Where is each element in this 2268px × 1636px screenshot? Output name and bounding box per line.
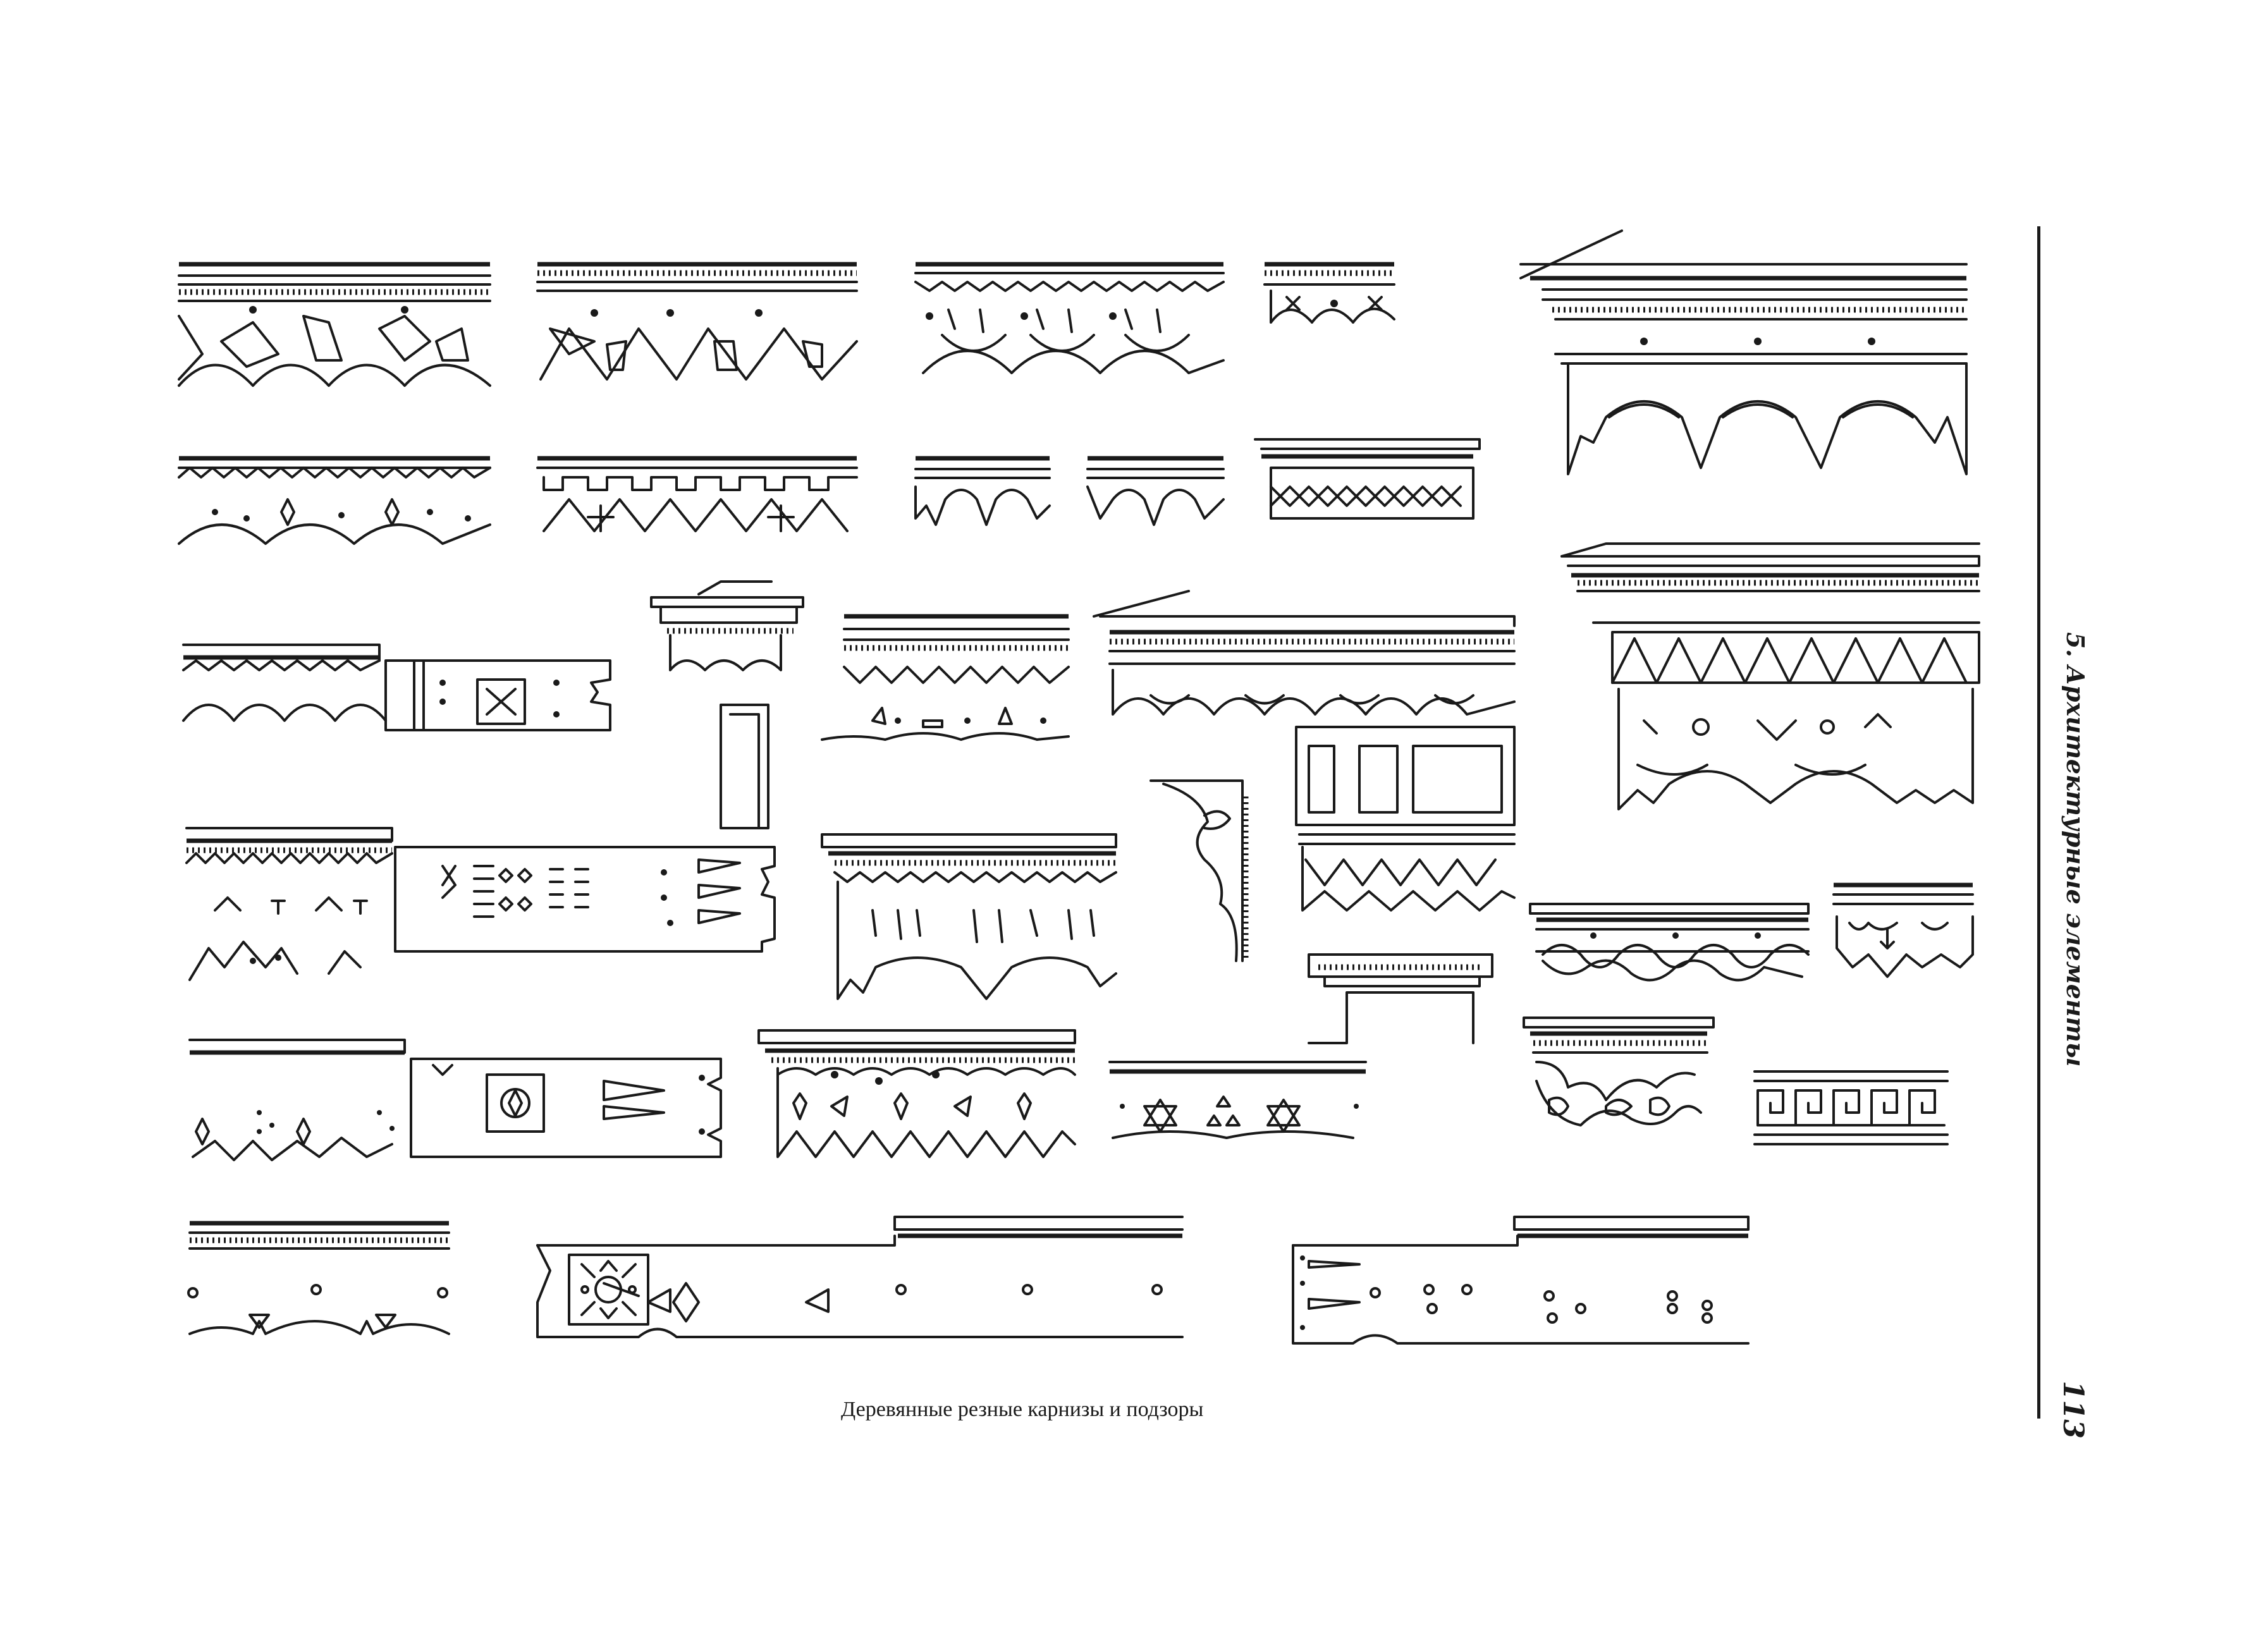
- cornice-drawing-21: [1108, 1061, 1367, 1139]
- cornice-drawing-15: [185, 827, 776, 981]
- cornice-drawing-23: [187, 1221, 450, 1335]
- cornice-drawing-7: [536, 456, 858, 532]
- house-cornice-facade: [1093, 590, 1516, 1044]
- cornice-drawing-9: [1086, 456, 1225, 526]
- cornice-drawing-5: [1519, 229, 1968, 475]
- cornice-drawing-4: [1263, 262, 1395, 324]
- cornice-drawing-20: [757, 1029, 1076, 1158]
- section-heading-vertical: 5. Архитектурные элементы: [2056, 632, 2094, 1067]
- cornice-drawing-14: [1560, 542, 1980, 810]
- cornice-drawing-24: [536, 1216, 1184, 1338]
- cornice-drawing-2: [536, 262, 858, 381]
- cornice-drawing-8: [914, 456, 1051, 526]
- cornice-drawing-17: [1529, 903, 1810, 982]
- cornice-drawing-25: [1292, 1216, 1750, 1345]
- cornice-drawing-18: [1832, 882, 1974, 978]
- cornice-drawing-22: [1523, 1016, 1715, 1126]
- meander-fret: [1753, 1070, 1949, 1145]
- cornice-drawing-1: [178, 262, 491, 387]
- cornice-drawing-16: [821, 833, 1117, 1000]
- cornice-drawing-11: [182, 644, 611, 731]
- cornice-drawing-6: [178, 456, 491, 545]
- cornice-drawing-10: [1254, 438, 1481, 520]
- margin-rule: [2037, 226, 2040, 1419]
- page-number-vertical: 113: [2054, 1372, 2092, 1448]
- cornice-drawing-19: [188, 1039, 722, 1161]
- plate-caption: Деревянные резные карнизы и подзоры: [841, 1398, 1204, 1421]
- cornice-drawing-13: [821, 614, 1070, 741]
- cornice-drawing-3: [914, 262, 1225, 374]
- cornice-drawing-12: [650, 580, 804, 829]
- section-title: 5. Архитектурные элементы: [2061, 632, 2090, 1067]
- bracket-corbel: [1149, 779, 1249, 962]
- page-number: 113: [2057, 1381, 2089, 1439]
